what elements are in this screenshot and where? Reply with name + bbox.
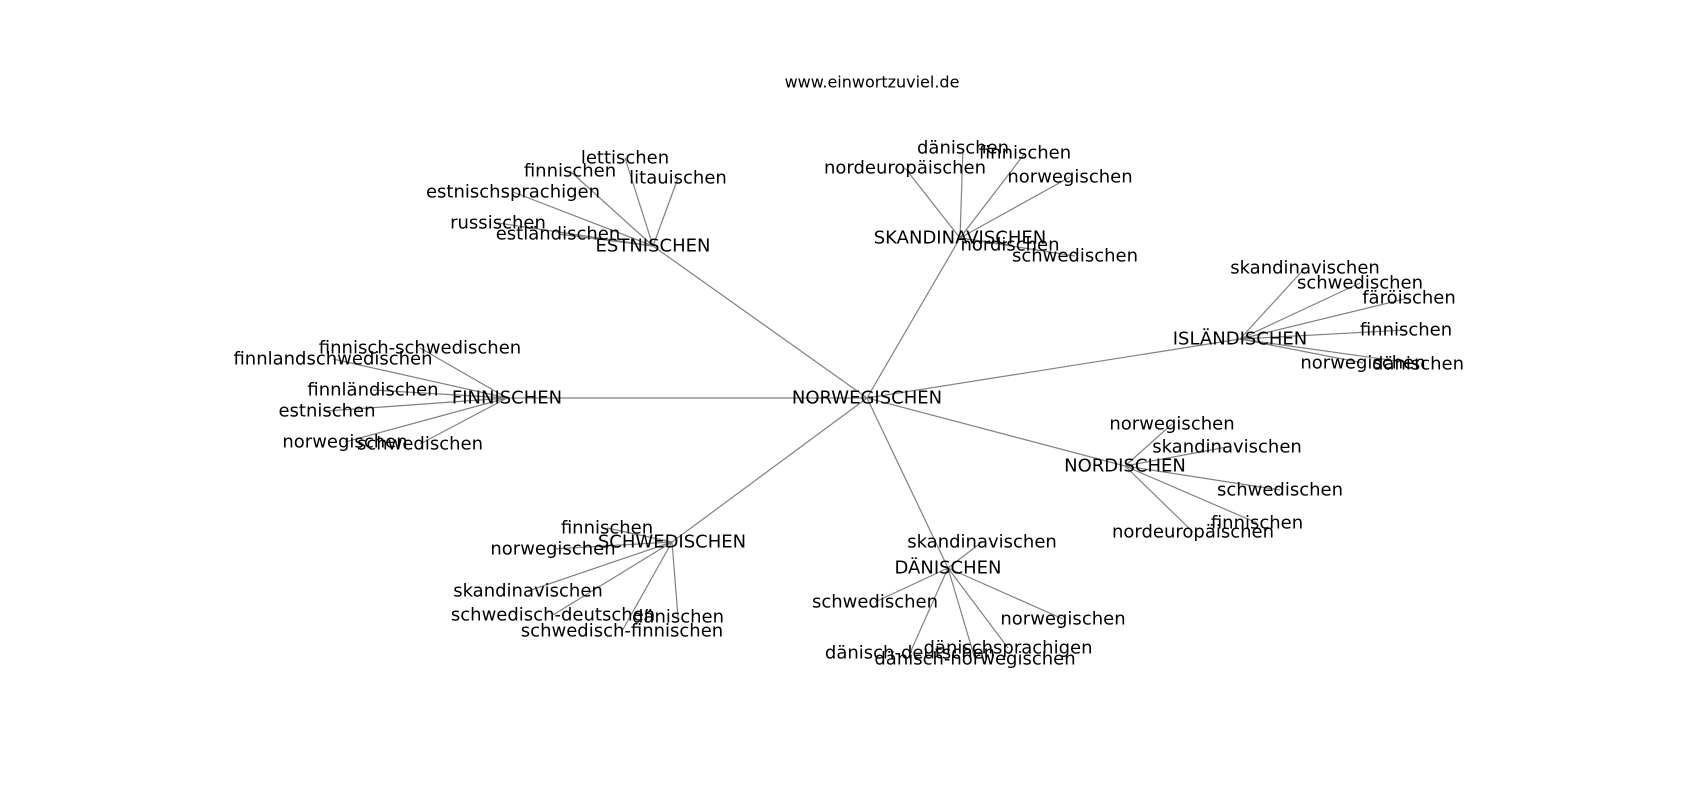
hub-node-label: ISLÄNDISCHEN xyxy=(1173,329,1308,350)
leaf-node-label: skandinavischen xyxy=(1230,258,1380,279)
leaf-node-label: schwedischen xyxy=(357,434,483,455)
edge-hub-to-leaf xyxy=(1239,338,1364,364)
leaf-node-label: skandinavischen xyxy=(453,581,603,602)
center-node-label: NORWEGISCHEN xyxy=(792,388,942,409)
edge-hub-to-leaf xyxy=(552,541,673,550)
leaf-node-label: estnischsprachigen xyxy=(426,182,600,203)
leaf-node-label: dänischsprachigen xyxy=(924,638,1093,659)
edge-hub-to-leaf xyxy=(1239,297,1410,340)
edge-center-to-hub xyxy=(671,397,868,543)
edge-hub-to-leaf xyxy=(512,191,654,247)
leaf-node-label: schwedischen xyxy=(1217,480,1343,501)
edge-center-to-hub xyxy=(866,397,949,569)
leaf-node-label: färöischen xyxy=(1362,288,1456,309)
leaf-node-label: skandinavischen xyxy=(1152,437,1302,458)
leaf-node-label: litauischen xyxy=(629,168,727,189)
edge-hub-to-leaf xyxy=(624,157,654,247)
hub-node-label: SCHWEDISCHEN xyxy=(598,532,746,553)
leaf-node-label: dänischen xyxy=(917,138,1009,159)
leaf-node-label: finnischen xyxy=(1360,320,1452,341)
leaf-node-label: norwegischen xyxy=(1109,414,1234,435)
edge-hub-to-leaf xyxy=(1124,446,1228,467)
leaf-node-label: russischen xyxy=(450,213,546,234)
leaf-node-label: schwedisch-deutschen xyxy=(451,605,655,626)
leaf-node-label: dänischen xyxy=(632,607,724,628)
leaf-node-label: norwegischen xyxy=(282,432,407,453)
edge-hub-to-leaf xyxy=(1239,338,1419,365)
leaf-node-label: finnischen xyxy=(1211,513,1303,534)
hub-node-label: DÄNISCHEN xyxy=(895,558,1002,579)
edge-center-to-hub xyxy=(866,237,961,399)
edge-hub-to-leaf xyxy=(527,541,673,592)
edge-hub-to-leaf xyxy=(419,397,508,445)
edge-hub-to-leaf xyxy=(621,541,673,632)
edge-hub-to-leaf xyxy=(332,358,508,399)
leaf-node-label: finnischen xyxy=(561,518,653,539)
edge-hub-to-leaf xyxy=(1239,267,1306,340)
edge-hub-to-leaf xyxy=(947,567,1009,649)
leaf-node-label: estländischen xyxy=(496,224,621,245)
leaf-node-label: nordeuropäischen xyxy=(1112,522,1274,543)
leaf-node-label: dänischen xyxy=(1372,354,1464,375)
edge-hub-to-leaf xyxy=(671,541,679,618)
leaf-node-label: schwedisch-finnischen xyxy=(521,621,723,642)
hub-node-label: FINNISCHEN xyxy=(452,388,562,409)
leaf-node-label: schwedischen xyxy=(1012,246,1138,267)
edge-center-to-hub xyxy=(866,397,1126,467)
leaf-node-label: finnischen xyxy=(524,161,616,182)
edge-hub-to-leaf xyxy=(959,176,1071,239)
edges-layer xyxy=(326,147,1419,660)
edge-hub-to-leaf xyxy=(344,397,508,443)
leaf-node-label: schwedischen xyxy=(1297,273,1423,294)
leaf-node-label: nordischen xyxy=(960,235,1059,256)
edge-hub-to-leaf xyxy=(904,167,961,239)
edge-center-to-hub xyxy=(866,338,1241,399)
leaf-node-label: dänisch-norwegischen xyxy=(874,649,1075,670)
edge-hub-to-leaf xyxy=(1124,423,1173,467)
edge-hub-to-leaf xyxy=(419,347,508,399)
leaf-node-label: finnlandschwedischen xyxy=(233,349,432,370)
leaf-node-label: norwegischen xyxy=(1300,353,1425,374)
edge-hub-to-leaf xyxy=(569,170,654,247)
hub-node-label: SKANDINAVISCHEN xyxy=(874,228,1046,249)
hub-node-label: ESTNISCHEN xyxy=(596,236,711,257)
edge-hub-to-leaf xyxy=(874,567,949,603)
labels-layer: NORWEGISCHENESTNISCHENlettischenfinnisch… xyxy=(233,138,1464,670)
leaf-node-label: norwegischen xyxy=(490,539,615,560)
edge-hub-to-leaf xyxy=(652,177,679,247)
edge-hub-to-leaf xyxy=(1124,465,1194,533)
source-caption: www.einwortzuviel.de xyxy=(785,73,960,92)
edge-hub-to-leaf xyxy=(552,541,673,616)
edge-hub-to-leaf xyxy=(909,567,949,654)
edge-hub-to-leaf xyxy=(959,152,1026,239)
leaf-node-label: estnischen xyxy=(278,401,375,422)
edge-hub-to-leaf xyxy=(1239,282,1361,340)
edge-hub-to-leaf xyxy=(326,397,508,412)
hub-node-label: NORDISCHEN xyxy=(1064,456,1186,477)
leaf-node-label: schwedischen xyxy=(812,592,938,613)
edge-hub-to-leaf xyxy=(947,541,983,569)
edge-hub-to-leaf xyxy=(947,567,976,660)
leaf-node-label: finnischen xyxy=(979,143,1071,164)
leaf-node-label: finnisch-schwedischen xyxy=(319,338,521,359)
edge-hub-to-leaf xyxy=(372,389,508,399)
leaf-node-label: skandinavischen xyxy=(907,532,1057,553)
leaf-node-label: norwegischen xyxy=(1007,167,1132,188)
leaf-node-label: nordeuropäischen xyxy=(824,158,986,179)
leaf-node-label: lettischen xyxy=(581,148,669,169)
leaf-node-label: finnländischen xyxy=(307,380,438,401)
edge-hub-to-leaf xyxy=(1124,465,1258,524)
edge-hub-to-leaf xyxy=(606,527,673,543)
edge-hub-to-leaf xyxy=(947,567,1064,620)
leaf-node-label: norwegischen xyxy=(1000,609,1125,630)
edge-hub-to-leaf xyxy=(557,233,654,247)
edge-hub-to-leaf xyxy=(959,147,964,239)
leaf-node-label: dänisch-deutschen xyxy=(825,643,995,664)
edge-center-to-hub xyxy=(652,245,868,399)
edge-hub-to-leaf xyxy=(959,237,1076,257)
edge-hub-to-leaf xyxy=(1239,329,1407,340)
edge-hub-to-leaf xyxy=(1124,465,1281,491)
